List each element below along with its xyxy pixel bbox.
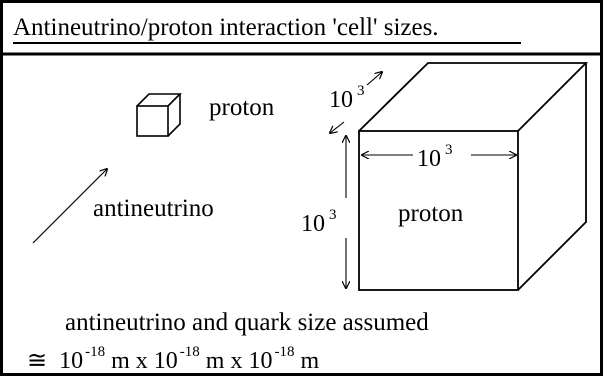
times-symbol-2: x	[230, 348, 242, 374]
height-dimension-base: 10	[301, 211, 325, 237]
approx-symbol: ≅	[27, 348, 47, 374]
width-dimension-exponent: 3	[445, 142, 453, 158]
antineutrino-label: antineutrino	[93, 195, 214, 222]
depth-dimension-base: 10	[329, 87, 353, 113]
size-term-1-base: 10	[59, 348, 83, 374]
depth-arrow-down	[330, 121, 345, 133]
big-cube-label: proton	[398, 200, 464, 227]
small-proton-label: proton	[209, 94, 275, 121]
depth-arrow-up	[366, 72, 382, 86]
size-term-1-unit: m	[111, 348, 130, 374]
size-term-3-exponent: -18	[274, 344, 294, 360]
small-proton-cube	[136, 93, 182, 137]
size-term-2-unit: m	[206, 348, 225, 374]
times-symbol-1: x	[136, 348, 148, 374]
diagram-canvas: Antineutrino/proton interaction 'cell' s…	[3, 14, 603, 374]
antineutrino-arrow	[32, 169, 107, 244]
width-dimension-base: 10	[417, 146, 441, 172]
height-dimension-exponent: 3	[329, 207, 337, 223]
size-term-2-base: 10	[154, 348, 178, 374]
depth-dimension-exponent: 3	[357, 83, 365, 99]
size-term-3-base: 10	[248, 348, 272, 374]
large-proton-cube	[358, 62, 589, 291]
size-term-1-exponent: -18	[85, 344, 105, 360]
footer-line1: antineutrino and quark size assumed	[65, 309, 429, 336]
diagram-title: Antineutrino/proton interaction 'cell' s…	[13, 14, 439, 41]
size-term-3-unit: m	[300, 348, 319, 374]
size-term-2-exponent: -18	[180, 344, 200, 360]
